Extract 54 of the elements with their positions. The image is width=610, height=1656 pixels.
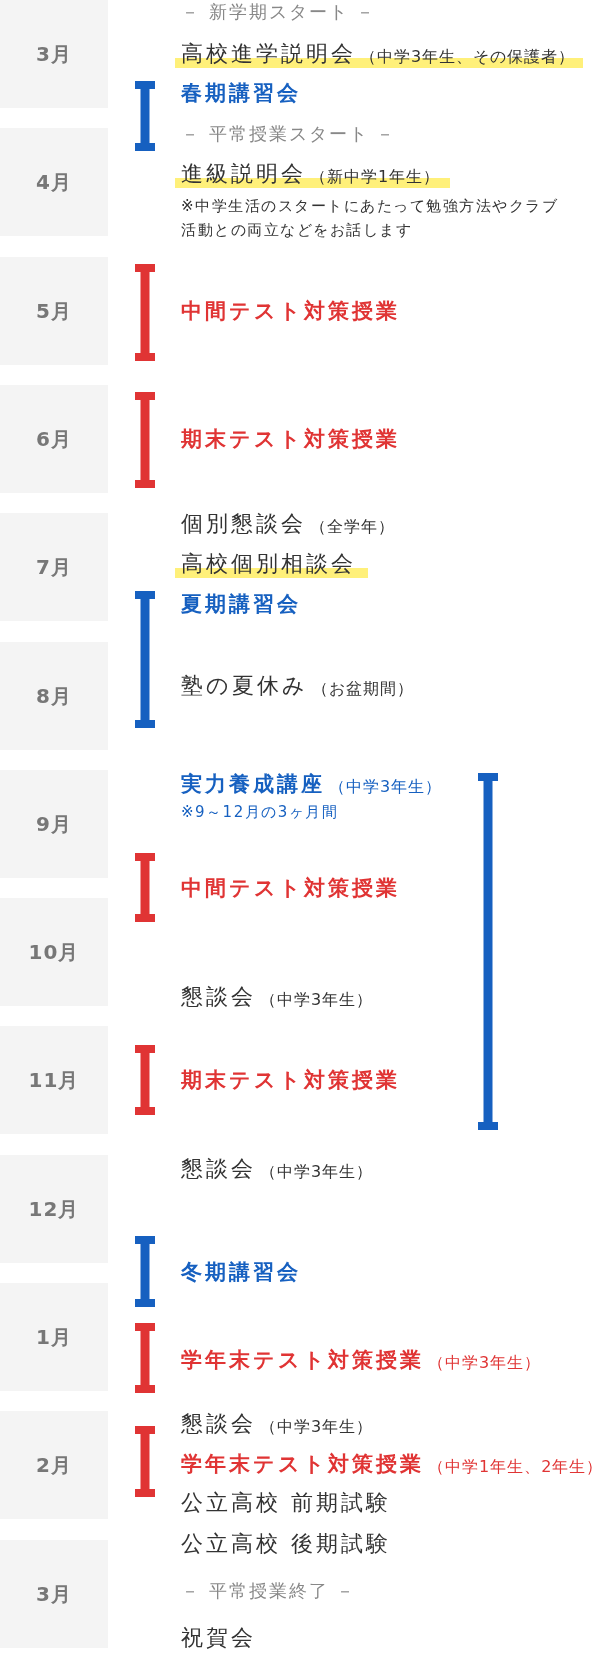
range-bar [478, 773, 498, 1130]
phase-heading: － 新学期スタート － [181, 0, 377, 24]
event-title: 公立高校 前期試験 [181, 1489, 391, 1517]
range-bar [135, 392, 155, 488]
range-bar [135, 264, 155, 361]
month-label: 3月 [36, 1582, 72, 1606]
month-label: 12月 [28, 1197, 80, 1221]
range-bar [135, 1045, 155, 1115]
month-label: 6月 [36, 427, 72, 451]
course-title: 夏期講習会 [181, 590, 301, 618]
footnote: ※9～12月の3ヶ月間 [181, 801, 339, 823]
test-prep-title: 期末テスト対策授業 [181, 425, 400, 453]
event-title: 祝賀会 [181, 1624, 256, 1652]
event-title: 塾の夏休み [181, 672, 308, 700]
course-title: 冬期講習会 [181, 1258, 301, 1286]
phase-heading: － 平常授業スタート － [181, 122, 397, 146]
month-label: 11月 [28, 1068, 80, 1092]
audience-note: （中学3年生） [260, 1416, 374, 1438]
range-bar [135, 591, 155, 728]
month-label: 10月 [28, 940, 80, 964]
range-bar [135, 1426, 155, 1497]
month-label: 8月 [36, 684, 72, 708]
range-bar [135, 1323, 155, 1393]
range-bar [135, 1236, 155, 1307]
footnote: ※中学生活のスタートにあたって勉強方法やクラブ活動との両立などをお話します [181, 196, 560, 241]
event-title: 懇談会 [181, 1410, 256, 1438]
audience-note: （中学1年生、2年生） [428, 1455, 604, 1478]
test-prep-title: 中間テスト対策授業 [181, 874, 400, 902]
event-title: 個別懇談会 [181, 510, 306, 538]
audience-note: （中学3年生） [260, 1161, 374, 1183]
test-prep-title: 期末テスト対策授業 [181, 1066, 400, 1094]
test-prep-title: 中間テスト対策授業 [181, 297, 400, 325]
month-label: 7月 [36, 555, 72, 579]
month-label: 2月 [36, 1453, 72, 1477]
test-prep-title: 学年末テスト対策授業 [181, 1450, 424, 1478]
audience-note: （中学3年生） [329, 775, 443, 798]
course-title: 春期講習会 [181, 79, 301, 107]
event-title: 懇談会 [181, 1155, 256, 1183]
month-label: 9月 [36, 812, 72, 836]
range-bar [135, 853, 155, 922]
audience-note: （お盆期間） [312, 678, 414, 700]
audience-note: （中学3年生） [428, 1351, 542, 1374]
audience-note: （中学3年生） [260, 989, 374, 1011]
month-label: 4月 [36, 170, 72, 194]
test-prep-title: 学年末テスト対策授業 [181, 1346, 424, 1374]
month-label: 1月 [36, 1325, 72, 1349]
month-label: 3月 [36, 42, 72, 66]
audience-note: （全学年） [310, 516, 395, 538]
event-title: 懇談会 [181, 983, 256, 1011]
range-bar [135, 81, 155, 151]
course-title: 実力養成講座 [181, 770, 325, 798]
phase-heading: － 平常授業終了 － [181, 1579, 357, 1603]
month-label: 5月 [36, 299, 72, 323]
event-title: 公立高校 後期試験 [181, 1530, 391, 1558]
